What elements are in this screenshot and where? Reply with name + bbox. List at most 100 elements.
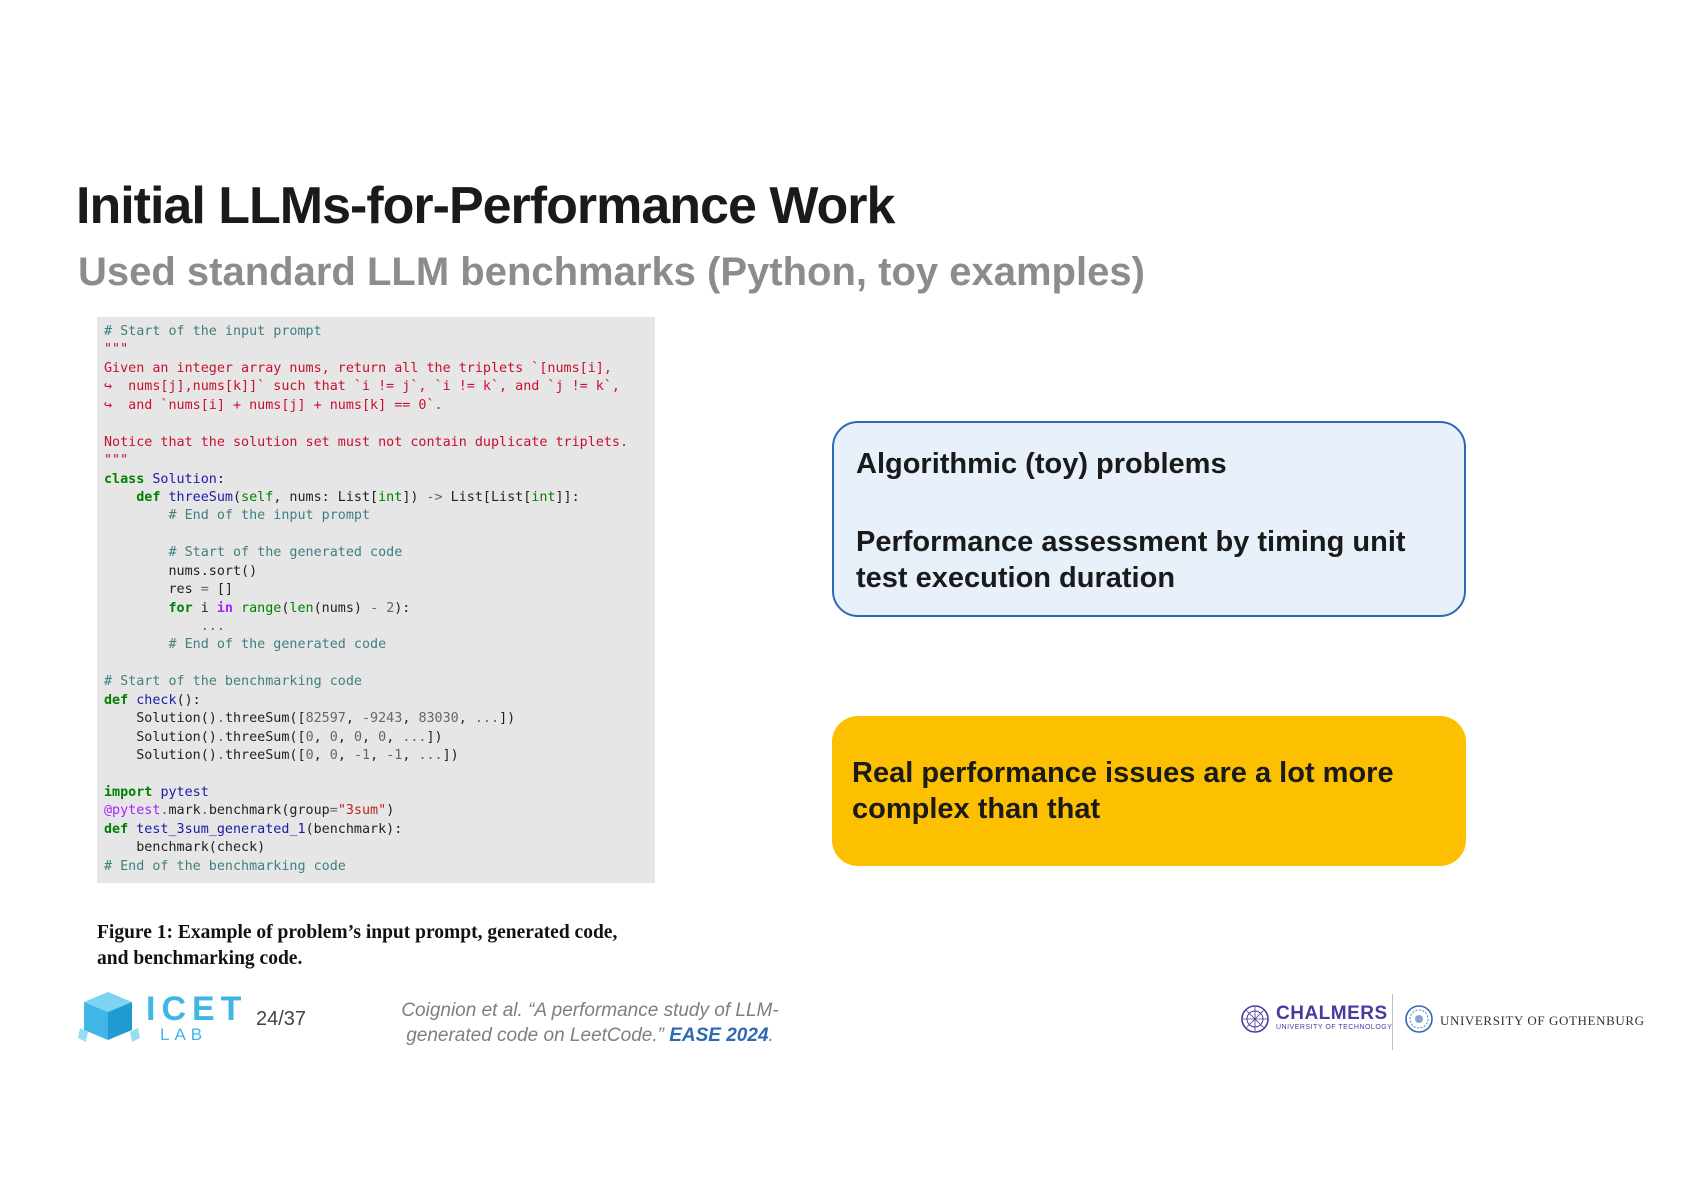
reference-line-2: generated code on LeetCode.” EASE 2024. [380,1023,800,1048]
callout-algorithmic-detail: Performance assessment by timing unit te… [856,526,1406,594]
code-token: 2 [386,600,395,616]
code-token: , [458,711,475,727]
code-figure: # Start of the input prompt"""Given an i… [97,317,655,883]
code-token: for [168,600,193,616]
code-token: . [160,803,169,819]
code-token: @pytest [104,803,161,819]
code-token: nums.sort() [104,563,258,579]
code-token: in [216,600,233,616]
code-line: # End of the input prompt [104,507,655,525]
code-line: # Start of the generated code [104,544,655,562]
code-token: : [216,471,225,487]
figure-caption-line-1: Figure 1: Example of problem’s input pro… [97,922,618,943]
code-token: -1 [386,748,403,764]
code-token: ↪ and `nums[i] + nums[j] + nums[k] == 0`… [104,397,443,413]
code-token: , [402,711,419,727]
page-number: 24/37 [256,1008,307,1030]
code-line: res = [] [104,581,655,599]
code-token: -> [426,489,443,505]
code-line: Given an integer array nums, return all … [104,360,655,378]
code-line [104,766,655,784]
code-token: # Start of the benchmarking code [104,674,362,690]
code-token: , nums: List[ [273,489,379,505]
code-token: . [216,729,225,745]
code-token: class [104,471,145,487]
code-token: , [362,729,379,745]
code-token: . [216,748,225,764]
code-token: test_3sum_generated_1 [136,821,306,837]
code-token: , [345,711,362,727]
code-line: # Start of the input prompt [104,323,655,341]
reference-line-2-text: generated code on LeetCode.” [406,1025,670,1046]
code-token: ... [418,748,443,764]
code-token: self [241,489,274,505]
code-token: ( [281,600,290,616]
code-token: Solution() [104,729,217,745]
code-token: 0 [378,729,387,745]
code-token: Solution() [104,748,217,764]
code-line: Solution().threeSum([0, 0, 0, 0, ...]) [104,729,655,747]
code-token: , [337,729,354,745]
code-line: import pytest [104,784,655,802]
code-token [233,601,241,616]
chalmers-seal-icon [1241,1005,1269,1033]
code-token: benchmark(check) [104,840,266,856]
code-token: (): [176,692,201,708]
code-line: Notice that the solution set must not co… [104,434,655,452]
cube-icon [78,992,140,1042]
callout-real-issues-text: Real performance issues are a lot more c… [852,757,1394,825]
code-token: -9243 [362,711,403,727]
code-token: Notice that the solution set must not co… [104,434,629,450]
code-token [104,601,169,616]
lab-name: ICET [146,990,248,1028]
code-token: ]) [426,729,443,745]
code-line: # Start of the benchmarking code [104,673,655,691]
code-token: # End of the input prompt [104,508,371,524]
code-token: 0 [353,729,362,745]
code-line: def threeSum(self, nums: List[int]) -> L… [104,489,655,507]
code-token [104,490,136,505]
code-line: ↪ and `nums[i] + nums[j] + nums[k] == 0`… [104,397,655,415]
code-line [104,655,655,673]
code-token: threeSum([ [224,729,306,745]
reference-line-1: Coignion et al. “A performance study of … [401,1000,779,1021]
callout-algorithmic: Algorithmic (toy) problems Performance a… [832,421,1466,617]
code-line: Solution().threeSum([82597, -9243, 83030… [104,710,655,728]
code-token: (nums) [313,600,371,616]
code-token: ): [394,600,411,616]
code-token: ) [386,803,395,819]
code-token: ↪ nums[j],nums[k]]` such that `i != j`, … [104,379,620,395]
code-token: Given an integer array nums, return all … [104,360,612,376]
code-line: """ [104,452,655,470]
code-token: res [104,582,201,598]
code-token: ]) [442,748,459,764]
code-token: range [241,600,282,616]
callout-real-issues: Real performance issues are a lot more c… [832,716,1466,866]
callout-algorithmic-heading: Algorithmic (toy) problems [856,448,1227,480]
code-token: 82597 [305,711,346,727]
code-line: def check(): [104,692,655,710]
gothenburg-name: UNIVERSITY OF GOTHENBURG [1440,1013,1645,1028]
code-token: "3sum" [337,803,387,819]
code-token: threeSum([ [224,748,306,764]
code-token: import [104,784,153,800]
chalmers-sub: UNIVERSITY OF TECHNOLOGY [1276,1024,1393,1031]
code-line: # End of the benchmarking code [104,858,655,876]
code-line: """ [104,341,655,359]
code-line [104,526,655,544]
code-line: ... [104,618,655,636]
code-token: pytest [160,784,209,800]
code-line: Solution().threeSum([0, 0, -1, -1, ...]) [104,747,655,765]
slide-title: Initial LLMs-for-Performance Work [76,177,895,235]
code-token: ]) [402,489,427,505]
code-token: , [313,729,330,745]
code-token: """ [104,342,129,358]
code-line: class Solution: [104,471,655,489]
code-token: check [136,692,177,708]
code-token: threeSum([ [224,711,306,727]
code-token: List[List[ [442,489,532,505]
code-token: . [216,711,225,727]
code-line: @pytest.mark.benchmark(group="3sum") [104,802,655,820]
code-token: (benchmark): [305,821,403,837]
figure-caption: Figure 1: Example of problem’s input pro… [97,920,677,972]
